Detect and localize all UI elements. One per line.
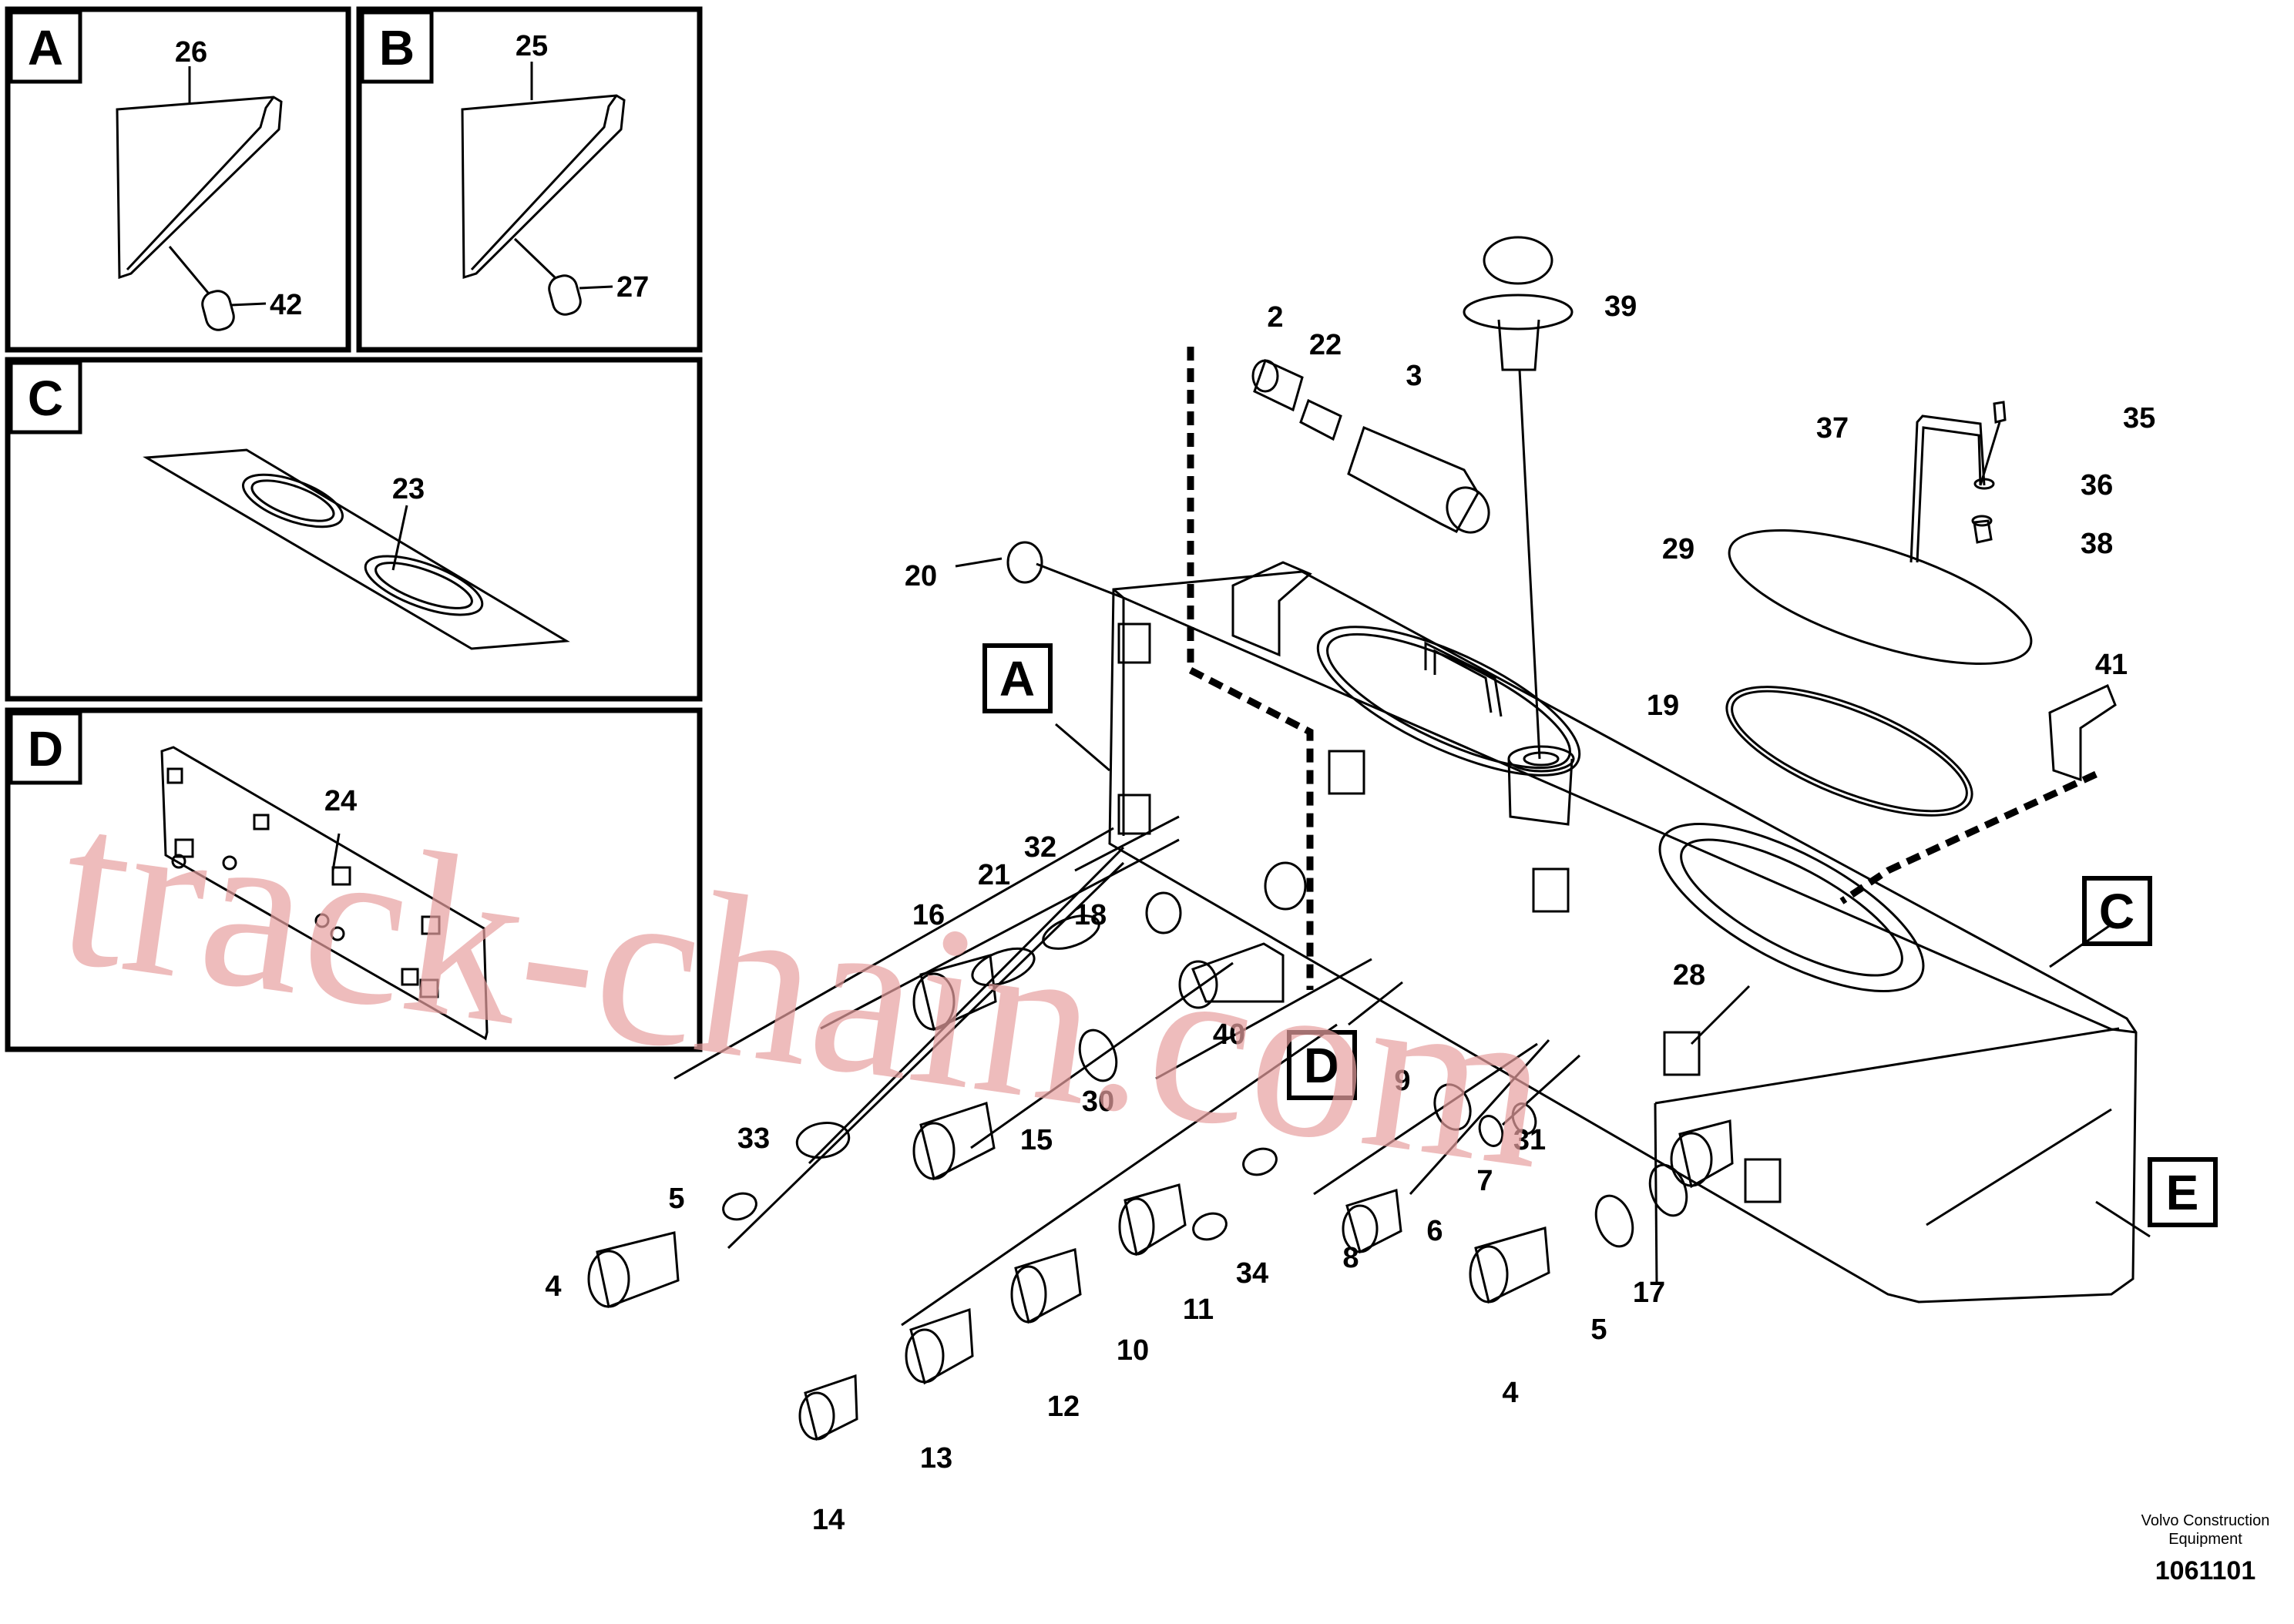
part-label: 32 <box>1024 831 1056 864</box>
part-label: 11 <box>1183 1293 1214 1326</box>
inset-a-frame <box>5 6 351 353</box>
part-label: 5 <box>668 1183 684 1215</box>
part-label: 8 <box>1342 1242 1359 1274</box>
part-label: 7 <box>1476 1165 1493 1197</box>
part-label: 15 <box>1020 1124 1053 1156</box>
drawing-number: 1061101 <box>2155 1556 2256 1585</box>
part-label: 10 <box>1117 1334 1149 1367</box>
part-label: 30 <box>1082 1085 1114 1118</box>
part-label: 16 <box>912 899 945 931</box>
callout-c: C <box>2099 884 2134 939</box>
part-label: 21 <box>978 859 1010 891</box>
part-label: 2 <box>1267 301 1283 334</box>
callout-a: A <box>999 651 1035 706</box>
part-label: 19 <box>1647 690 1679 722</box>
part-label: 41 <box>2095 649 2128 681</box>
part-label: 34 <box>1236 1257 1268 1290</box>
part-label: 26 <box>175 36 207 69</box>
part-label: 22 <box>1309 329 1342 361</box>
part-label: 39 <box>1604 290 1637 323</box>
part-label: 27 <box>616 271 649 304</box>
callout-e: E <box>2166 1165 2199 1220</box>
inset-c-letter: C <box>28 371 63 426</box>
part-label: 28 <box>1673 959 1705 992</box>
part-label: 38 <box>2081 528 2113 560</box>
part-label: 42 <box>270 289 302 321</box>
inset-d-letter: D <box>28 721 63 777</box>
inset-b-letter: B <box>379 20 415 75</box>
part-label: 13 <box>920 1442 952 1475</box>
callout-d: D <box>1304 1038 1339 1093</box>
part-label: 36 <box>2081 469 2113 502</box>
part-labels: 2 22 3 39 35 37 36 29 38 20 19 41 21 32 … <box>545 290 2155 1536</box>
watermark: track-chain.com <box>47 756 1563 1217</box>
inset-b-frame <box>356 6 703 353</box>
part-label: 4 <box>1502 1377 1518 1409</box>
part-label: 31 <box>1513 1124 1546 1156</box>
part-label: 25 <box>516 30 548 62</box>
part-label: 29 <box>1662 533 1694 565</box>
line-art <box>5 6 2218 1441</box>
part-label: 37 <box>1816 412 1849 445</box>
part-label: 35 <box>2123 402 2155 435</box>
inset-c-frame <box>5 357 703 702</box>
part-label: 6 <box>1426 1215 1443 1247</box>
part-label: 3 <box>1406 360 1422 392</box>
part-label: 14 <box>812 1504 845 1536</box>
inset-d-frame <box>5 707 703 1052</box>
part-label: 4 <box>545 1270 561 1303</box>
brand-line-2: Equipment <box>2168 1531 2242 1548</box>
brand-line-1: Volvo Construction <box>2141 1512 2270 1529</box>
part-label: 18 <box>1074 899 1107 931</box>
part-label: 20 <box>905 560 937 592</box>
part-label: 33 <box>737 1122 770 1155</box>
inset-a-letter: A <box>28 20 63 75</box>
part-label: 9 <box>1394 1065 1410 1097</box>
part-label: 23 <box>392 473 425 505</box>
part-label: 24 <box>324 785 357 817</box>
part-label: 12 <box>1047 1391 1080 1423</box>
part-label: 40 <box>1213 1018 1245 1051</box>
part-label: 5 <box>1590 1314 1607 1346</box>
part-label: 17 <box>1633 1277 1665 1309</box>
